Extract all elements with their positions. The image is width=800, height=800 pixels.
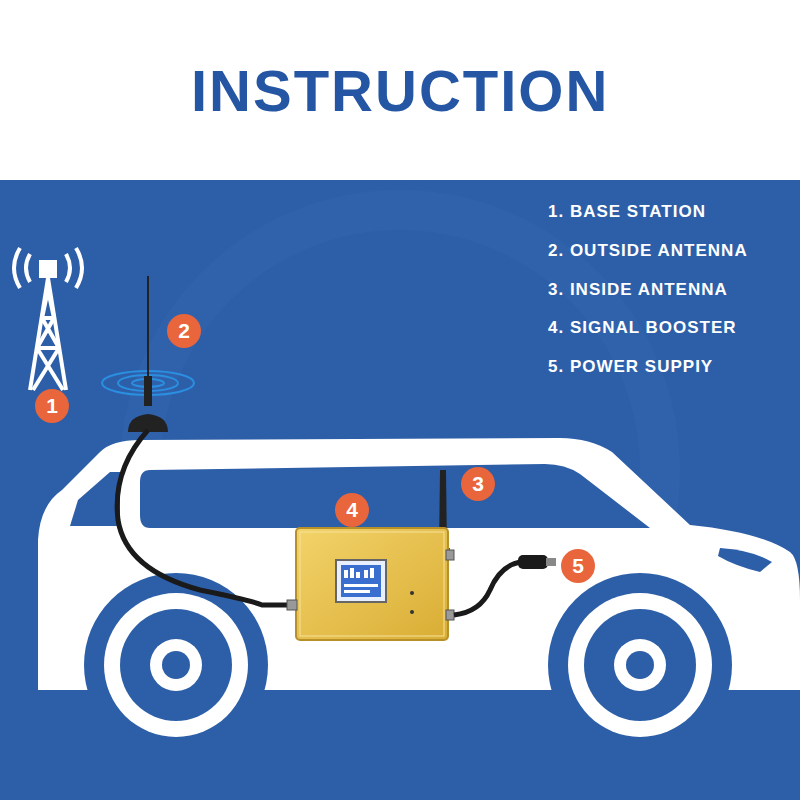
power-cable (454, 562, 520, 615)
callout-number: 2 (167, 314, 201, 348)
signal-booster (287, 528, 454, 640)
legend-item: 5. POWER SUPPIY (548, 357, 713, 377)
callout-number: 4 (335, 493, 369, 527)
callout-number: 3 (461, 467, 495, 501)
callout-number: 1 (35, 389, 69, 423)
car-plug (518, 555, 556, 569)
page-title: INSTRUCTION (191, 57, 609, 124)
outside-antenna (128, 276, 168, 432)
background-band (0, 180, 800, 800)
antenna-cable (117, 430, 292, 605)
legend-item: 4. SIGNAL BOOSTER (548, 318, 737, 338)
legend-item: 1. BASE STATION (548, 202, 706, 222)
legend-item: 2. OUTSIDE ANTENNA (548, 241, 748, 261)
tower-symbol (14, 248, 82, 390)
callout-number: 5 (561, 549, 595, 583)
legend-item: 3. INSIDE ANTENNA (548, 280, 728, 300)
